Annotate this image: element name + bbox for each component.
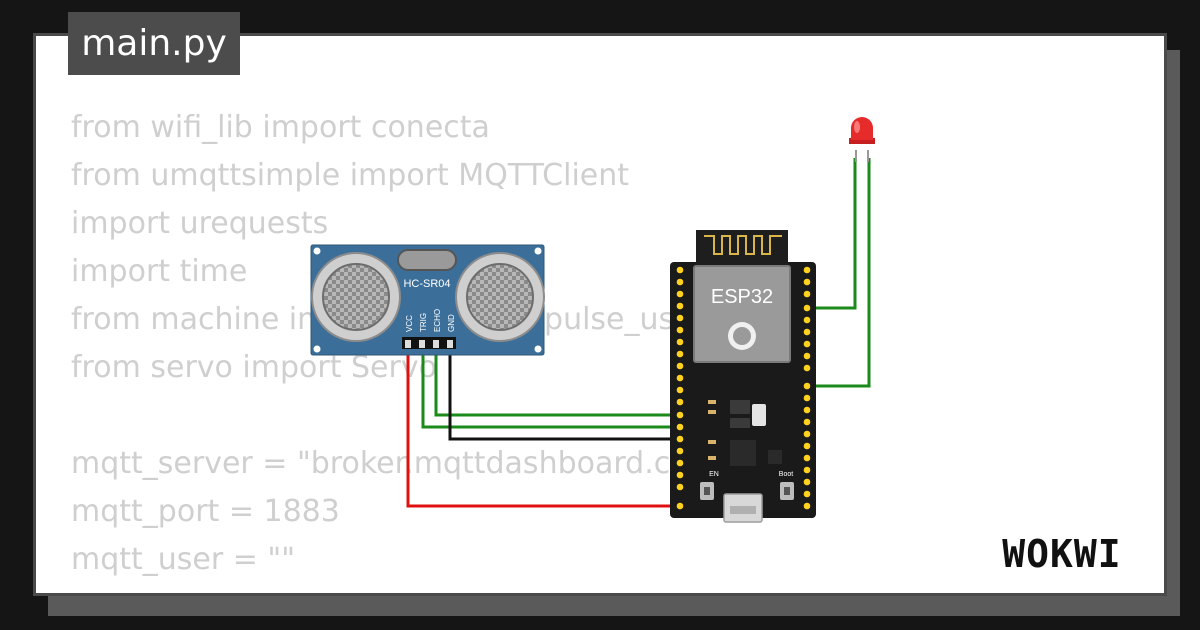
code-line: from wifi_lib import conecta (71, 110, 490, 145)
transducer-right (455, 252, 545, 342)
wire-trig[interactable] (421, 345, 680, 429)
red-led[interactable] (849, 117, 875, 162)
simulation-canvas[interactable]: from wifi_lib import conecta from umqtts… (33, 33, 1167, 596)
wokwi-logo: WOKWI (975, 525, 1150, 581)
code-preview: from wifi_lib import conecta from umqtts… (71, 104, 732, 593)
pin-header-right[interactable] (803, 266, 811, 510)
pin-label-trig: TRIG (419, 313, 428, 332)
esp32-board[interactable]: ESP32 EN Boot (670, 230, 816, 523)
code-line: mqtt_user = "" (71, 542, 296, 577)
code-line: mqtt_password = "" (71, 584, 732, 593)
sensor-model-label: HC-SR04 (403, 278, 450, 290)
code-line: import urequests (71, 206, 329, 241)
board-label: ESP32 (711, 286, 773, 308)
pin-label-echo: ECHO (433, 309, 442, 332)
wire-led-anode[interactable] (808, 158, 857, 310)
wires (406, 158, 871, 508)
en-button-label: EN (709, 471, 719, 478)
pin-label-gnd: GND (447, 314, 456, 332)
wire-vcc[interactable] (406, 345, 680, 508)
code-line: import time (71, 254, 248, 289)
wire-gnd[interactable] (448, 345, 680, 441)
code-line: from umqttsimple import MQTTClient (71, 158, 630, 193)
code-line: mqtt_server = "broker.mqttdashboard.com" (71, 446, 732, 481)
wire-led-cathode[interactable] (808, 158, 871, 388)
pin-header-left[interactable] (676, 266, 684, 510)
file-tab[interactable]: main.py (68, 12, 240, 75)
pin-label-vcc: VCC (405, 315, 414, 332)
transducer-left (311, 252, 401, 342)
ultrasonic-sensor[interactable]: HC-SR04 VCC TRIG ECHO GND (310, 244, 545, 356)
wire-echo[interactable] (434, 345, 680, 417)
code-line: mqtt_port = 1883 (71, 494, 340, 529)
boot-button-label: Boot (779, 471, 793, 478)
wokwi-logo-text: WOKWI (1002, 532, 1121, 576)
